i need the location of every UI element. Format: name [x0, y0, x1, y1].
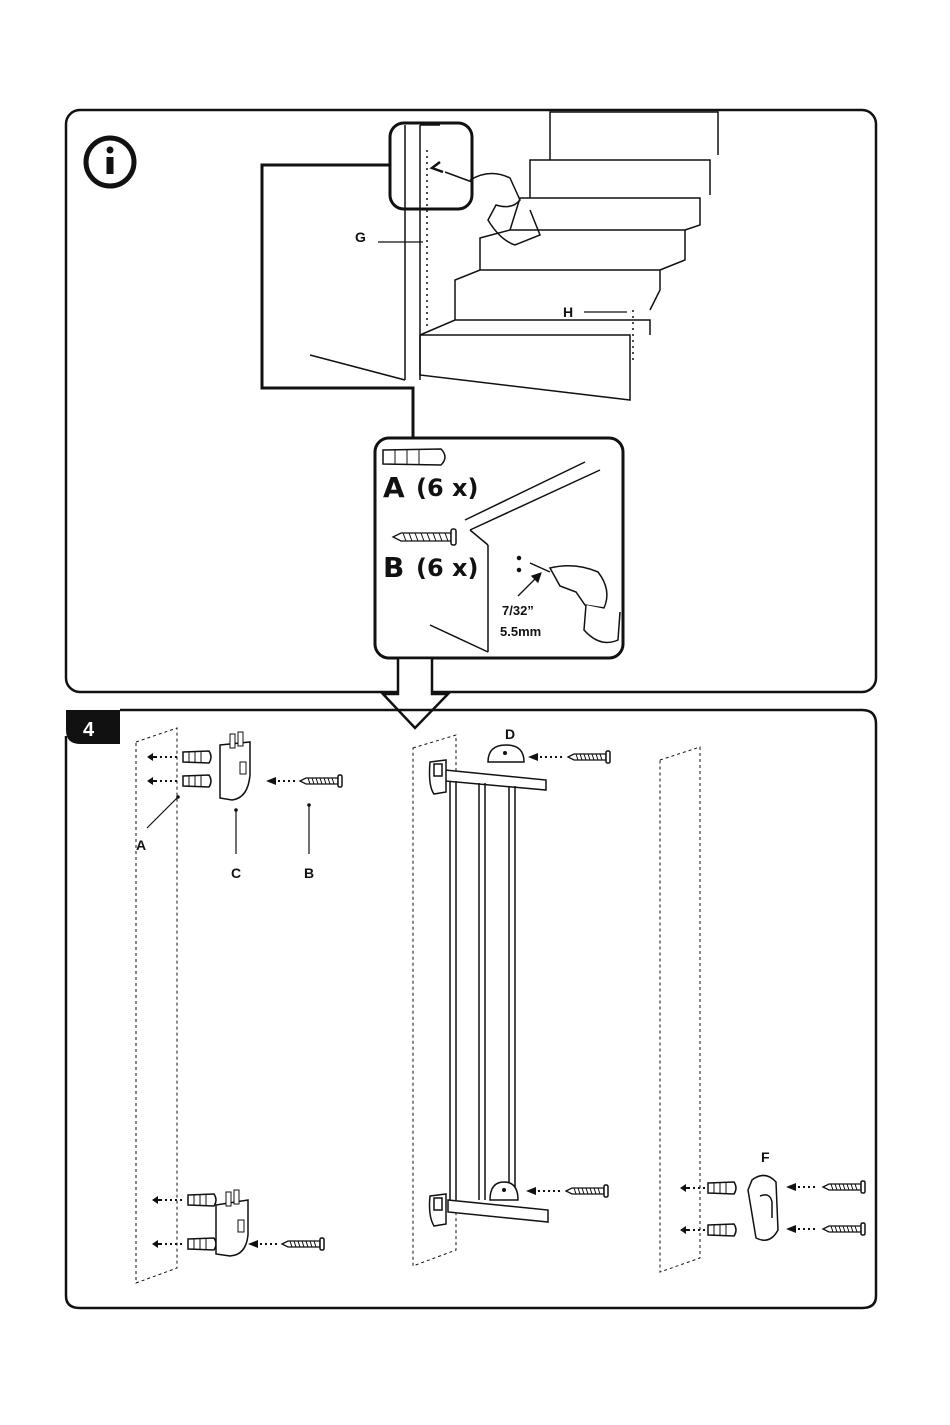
down-arrow: [383, 658, 448, 728]
right-wall-outline: [660, 747, 700, 1272]
label-c: C: [231, 865, 241, 881]
cap-d-illustration: [488, 745, 610, 763]
drill-size-imperial: 7/32”: [502, 603, 534, 618]
screw-part-letter: B: [383, 551, 404, 584]
screw-part-quantity: (6 x): [416, 554, 478, 582]
step-number: 4: [83, 719, 95, 741]
gate-frame-illustration: [430, 760, 549, 1226]
label-d: D: [505, 726, 515, 742]
left-bottom-fixings: [152, 1190, 324, 1256]
info-icon: [86, 138, 134, 186]
right-fixings: [680, 1175, 865, 1240]
anchor-part-illustration: [383, 449, 445, 465]
drill-size-metric: 5.5mm: [500, 624, 541, 639]
zoom-connector-line: [262, 165, 413, 440]
left-top-fixings: [147, 732, 342, 800]
label-h: H: [563, 304, 573, 320]
anchor-part-letter: A: [383, 471, 405, 504]
bottom-cap-illustration: [490, 1182, 608, 1200]
label-g-group: G: [355, 229, 423, 245]
zoom-callout-box: [390, 123, 472, 209]
staircase-illustration: [310, 112, 718, 400]
label-f: F: [761, 1149, 770, 1165]
label-b: B: [304, 865, 314, 881]
label-a: A: [136, 837, 146, 853]
anchor-part-quantity: (6 x): [416, 474, 478, 502]
drill-arrow: [432, 162, 443, 172]
label-g: G: [355, 229, 366, 245]
label-h-group: H: [563, 304, 627, 320]
